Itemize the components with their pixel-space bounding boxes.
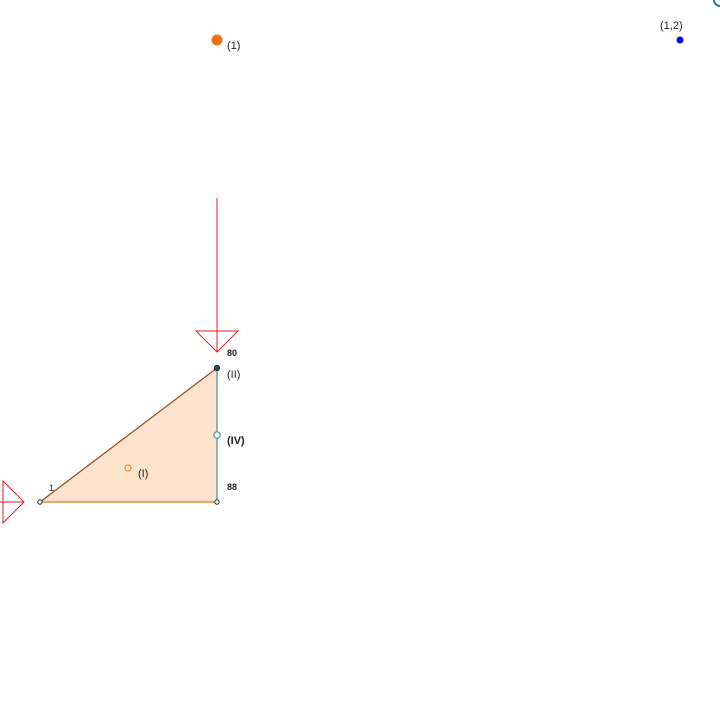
bottom-overlap-label: 88 <box>227 482 237 492</box>
orange-point[interactable] <box>211 34 223 46</box>
hypotenuse-edge[interactable] <box>39 367 218 503</box>
bottom-vertex[interactable] <box>214 499 220 505</box>
top-overlap-label: 80 <box>227 348 237 358</box>
left-vertex-label: 1 <box>49 483 54 493</box>
left-vertex[interactable] <box>37 499 43 505</box>
face-centroid-marker[interactable] <box>124 464 132 472</box>
blue-point[interactable] <box>676 36 684 44</box>
corner-node <box>713 0 720 7</box>
top-vertex-label: (II) <box>227 369 240 381</box>
mid-edge-marker[interactable] <box>213 431 221 439</box>
blue-point-label: (1,2) <box>660 20 683 32</box>
vertical-load-arrowhead[interactable] <box>194 330 240 353</box>
horizontal-support-arrowhead[interactable] <box>2 479 25 525</box>
top-vertex[interactable] <box>213 364 221 372</box>
mid-edge-label: (IV) <box>227 435 245 447</box>
orange-point-label: (1) <box>227 40 240 52</box>
face-label: (I) <box>138 468 148 480</box>
